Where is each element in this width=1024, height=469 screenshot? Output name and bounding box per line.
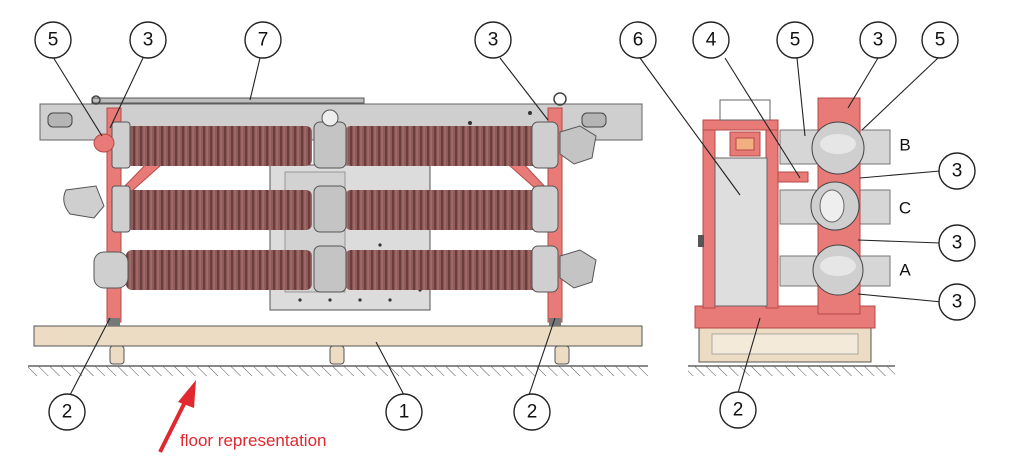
svg-text:1: 1 <box>399 402 410 423</box>
callout-1: 1 <box>385 393 423 431</box>
pole-head-a <box>812 244 864 296</box>
svg-text:3: 3 <box>143 30 154 51</box>
svg-text:7: 7 <box>258 30 269 51</box>
svg-text:2: 2 <box>527 402 538 423</box>
callout-3-side-top: 3 <box>859 21 897 59</box>
callout-2-front-right: 2 <box>513 393 551 431</box>
svg-text:5: 5 <box>790 30 801 51</box>
svg-text:5: 5 <box>48 30 59 51</box>
callout-3-top-left: 3 <box>129 21 167 59</box>
svg-text:3: 3 <box>488 30 499 51</box>
callout-7: 7 <box>244 21 282 59</box>
svg-text:2: 2 <box>733 400 744 421</box>
phase-label-a: A <box>899 261 911 280</box>
insulator-row-middle <box>63 185 559 233</box>
svg-text:3: 3 <box>952 233 963 254</box>
pole-head-b <box>811 121 865 175</box>
floor-front <box>28 365 648 376</box>
callout-3-side-a: 3 <box>938 283 976 321</box>
floor-side <box>688 365 895 376</box>
phase-label-b: B <box>899 136 910 155</box>
svg-text:2: 2 <box>62 402 73 423</box>
side-view: B C A <box>694 97 911 363</box>
svg-text:3: 3 <box>952 292 963 313</box>
callout-4: 4 <box>692 21 730 59</box>
svg-text:5: 5 <box>935 30 946 51</box>
wooden-skid <box>33 325 643 365</box>
leader-lines <box>52 56 943 396</box>
svg-text:3: 3 <box>873 30 884 51</box>
svg-text:6: 6 <box>633 30 644 51</box>
floor-arrow <box>158 380 196 453</box>
insulator-row-bottom <box>93 245 559 293</box>
pole-head-c <box>810 181 860 231</box>
callout-5-side-left: 5 <box>776 21 814 59</box>
mechanism-cabinet <box>714 157 768 307</box>
right-terminals <box>559 125 597 289</box>
front-view <box>33 92 643 365</box>
callout-3-side-b: 3 <box>938 152 976 190</box>
callout-5-side-right: 5 <box>921 21 959 59</box>
callout-3-side-c: 3 <box>938 224 976 262</box>
svg-text:4: 4 <box>706 30 717 51</box>
insulator-row-top <box>93 109 559 169</box>
callout-2-front-left: 2 <box>48 393 86 431</box>
floor-representation-label: floor representation <box>180 431 326 450</box>
callout-6: 6 <box>619 21 657 59</box>
callout-5-top-left: 5 <box>34 21 72 59</box>
svg-text:3: 3 <box>952 161 963 182</box>
phase-label-c: C <box>899 199 911 218</box>
callout-3-top-center: 3 <box>474 21 512 59</box>
callout-2-side: 2 <box>719 391 757 429</box>
